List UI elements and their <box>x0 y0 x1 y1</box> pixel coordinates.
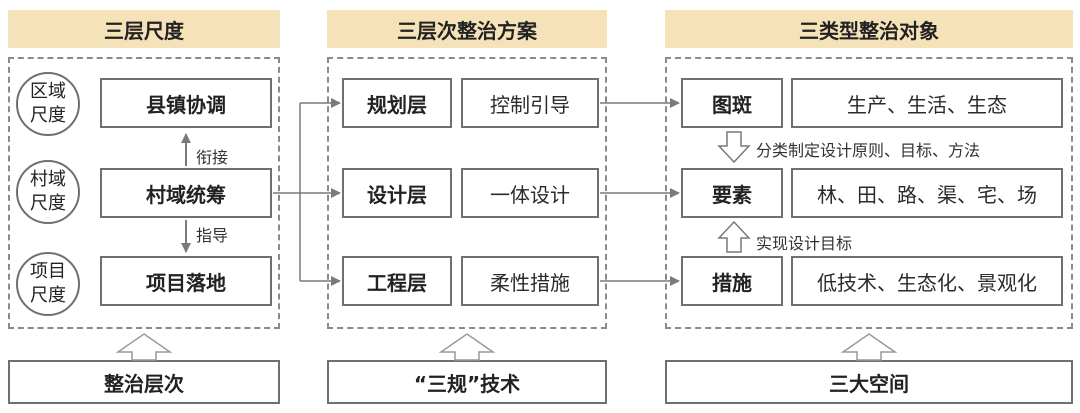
right-column-header: 三类型整治对象 <box>665 10 1073 48</box>
engineering-layer-box: 工程层 <box>342 256 452 306</box>
middle-column-header: 三层次整治方案 <box>327 10 607 48</box>
classify-label: 分类制定设计原则、目标、方法 <box>756 141 981 160</box>
achieve-goal-label: 实现设计目标 <box>756 234 853 253</box>
measure-desc-box: 低技术、生态化、景观化 <box>791 256 1063 306</box>
hollow-up-arrow <box>717 220 751 253</box>
middle-footer-arrow <box>438 333 496 361</box>
county-coordination-box: 县镇协调 <box>100 78 272 128</box>
integrated-design-box: 一体设计 <box>461 168 599 218</box>
project-implementation-box: 项目落地 <box>100 256 272 306</box>
hollow-down-arrow <box>717 131 751 164</box>
scale-circle-line2: 尺度 <box>30 193 66 214</box>
middle-to-right-arrows <box>600 98 680 286</box>
design-layer-box: 设计层 <box>342 168 452 218</box>
scale-circle-project: 项目 尺度 <box>16 252 80 316</box>
branch-connector <box>273 98 341 286</box>
scale-circle-line2: 尺度 <box>30 105 66 126</box>
left-column-header: 三层尺度 <box>8 10 280 48</box>
flexible-measures-box: 柔性措施 <box>461 256 599 306</box>
patch-box: 图斑 <box>681 78 783 128</box>
scale-circle-line2: 尺度 <box>30 285 66 306</box>
scale-circle-line1: 区域 <box>30 81 66 102</box>
planning-layer-box: 规划层 <box>342 78 452 128</box>
scale-circle-line1: 项目 <box>30 261 66 282</box>
connect-label: 衔接 <box>196 148 229 167</box>
right-footer-arrow <box>840 333 898 361</box>
element-desc-box: 林、田、路、渠、宅、场 <box>791 168 1063 218</box>
measure-box: 措施 <box>681 256 783 306</box>
guide-label: 指导 <box>196 226 229 245</box>
left-footer: 整治层次 <box>8 360 280 404</box>
scale-circle-region: 区域 尺度 <box>16 72 80 136</box>
scale-circle-village: 村域 尺度 <box>16 160 80 224</box>
right-footer: 三大空间 <box>665 360 1073 404</box>
scale-circle-line1: 村域 <box>30 169 66 190</box>
middle-footer: “三规”技术 <box>327 360 607 404</box>
element-box: 要素 <box>681 168 783 218</box>
control-guidance-box: 控制引导 <box>461 78 599 128</box>
village-planning-box: 村域统筹 <box>100 168 272 218</box>
left-footer-arrow <box>115 333 173 361</box>
patch-desc-box: 生产、生活、生态 <box>791 78 1063 128</box>
